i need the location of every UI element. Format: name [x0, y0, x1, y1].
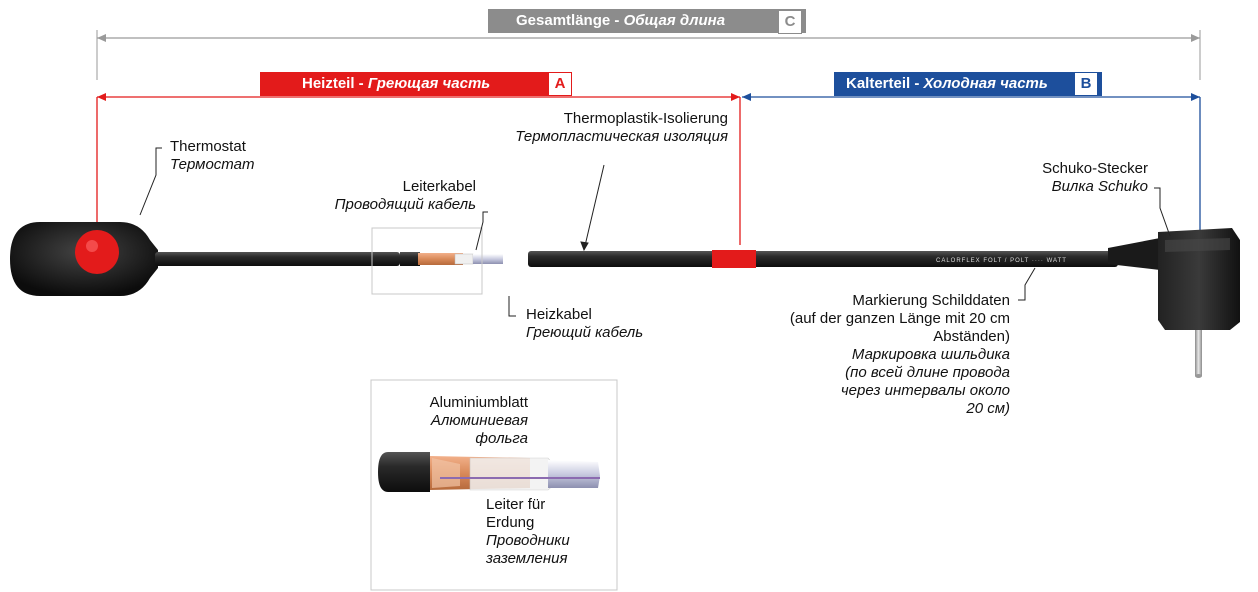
- thermostat-indicator-icon: [75, 230, 119, 274]
- header-heat-sep: -: [354, 75, 368, 92]
- label-marking-ru-3: через интервалы около: [840, 382, 1010, 399]
- letter-b-badge: B: [1074, 72, 1098, 96]
- label-thermostat-de: Thermostat: [170, 138, 246, 155]
- label-foil-ru-1: Алюминиевая: [430, 412, 528, 429]
- label-marking-de-3: Abständen): [933, 328, 1010, 345]
- heat-cold-joint: [712, 250, 756, 268]
- cable-print-text: CALORFLEX FOLT / POLT ···· WATT: [936, 258, 1067, 264]
- label-earth-de-2: Erdung: [486, 514, 535, 531]
- label-marking-ru-1: Маркировка шильдика: [851, 346, 1010, 363]
- header-total-de: Gesamtlänge: [516, 12, 611, 29]
- label-marking-de-2: (auf der ganzen Länge mit 20 cm: [789, 310, 1010, 327]
- letter-a-badge: A: [548, 72, 572, 96]
- cold-part-dimension: [742, 93, 1201, 240]
- label-conductor-ru: Проводящий кабель: [334, 196, 476, 213]
- schuko-plug: [1108, 228, 1240, 378]
- heating-part-dimension: [96, 93, 741, 245]
- label-foil-ru-2: фольга: [475, 430, 528, 447]
- main-cable: [155, 250, 1118, 268]
- header-heat-ru: Греющая часть: [367, 75, 491, 92]
- header-total-sep: -: [610, 12, 624, 29]
- label-marking-ru-4: 20 см): [966, 400, 1010, 417]
- label-plug-de: Schuko-Stecker: [1042, 160, 1148, 177]
- label-conductor-cable: Leiterkabel Проводящий кабель: [280, 178, 476, 214]
- label-insulation: Thermoplastik-Isolierung Термопластическ…: [448, 110, 728, 146]
- plug-pin: [1195, 330, 1202, 376]
- header-heat-de: Heizteil: [302, 75, 355, 92]
- header-total-length: Gesamtlänge - Общая длина: [488, 9, 806, 33]
- label-heating-cable: Heizkabel Греющий кабель: [526, 306, 643, 342]
- label-heating-cable-ru: Греющий кабель: [526, 324, 644, 341]
- label-heating-cable-de: Heizkabel: [526, 306, 592, 323]
- header-cold-ru: Холодная часть: [923, 75, 1048, 92]
- header-cold-de: Kalterteil: [846, 75, 911, 92]
- label-earth-conductor: Leiter für Erdung Проводники заземления: [486, 496, 570, 568]
- label-earth-ru-1: Проводники: [486, 532, 570, 549]
- detail-cable: [378, 452, 600, 492]
- thermostat: [10, 222, 158, 296]
- header-total-ru: Общая длина: [623, 12, 726, 29]
- label-thermostat: Thermostat Термостат: [170, 138, 254, 174]
- detail-zoom-frame: [371, 227, 483, 295]
- label-plug-ru: Вилка Schuko: [1051, 178, 1148, 195]
- header-heating-part: Heizteil - Греющая часть: [260, 72, 570, 96]
- header-cold-sep: -: [910, 75, 924, 92]
- label-aluminium-foil: Aluminiumblatt Алюминиевая фольга: [380, 394, 528, 448]
- label-marking-ru-2: (по всей длине провода: [845, 364, 1010, 381]
- label-marking-de-1: Markierung Schilddaten: [852, 292, 1010, 309]
- letter-c-badge: C: [778, 10, 802, 34]
- label-insulation-de: Thermoplastik-Isolierung: [563, 110, 728, 127]
- total-length-dimension: [96, 30, 1201, 80]
- label-conductor-de: Leiterkabel: [402, 178, 476, 195]
- label-schuko-plug: Schuko-Stecker Вилка Schuko: [1000, 160, 1148, 196]
- label-foil-de: Aluminiumblatt: [429, 394, 528, 411]
- label-earth-ru-2: заземления: [486, 550, 568, 567]
- label-thermostat-ru: Термостат: [170, 156, 255, 173]
- label-earth-de-1: Leiter für: [486, 496, 546, 513]
- label-marking: Markierung Schilddaten (auf der ganzen L…: [740, 292, 1010, 418]
- header-cold-part: Kalterteil - Холодная часть: [834, 72, 1102, 96]
- label-insulation-ru: Термопластическая изоляция: [515, 128, 728, 145]
